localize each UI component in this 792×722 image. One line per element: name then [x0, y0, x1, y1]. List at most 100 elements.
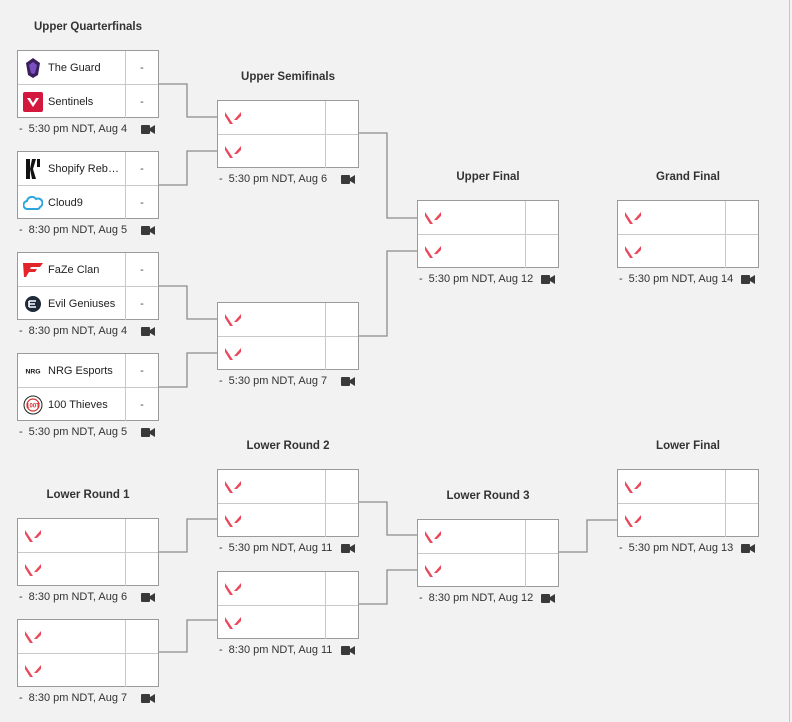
- match-dash: -: [19, 591, 23, 603]
- match-box[interactable]: NRG NRG Esports - 100T 100 Thieves -: [17, 353, 159, 421]
- team-slot-tbd[interactable]: [218, 336, 358, 370]
- team-score: -: [140, 297, 144, 310]
- match-upper-qf-4[interactable]: NRG NRG Esports - 100T 100 Thieves - - 5…: [17, 353, 159, 443]
- match-box[interactable]: [417, 200, 559, 268]
- team-slot-tbd[interactable]: [418, 553, 558, 587]
- match-info: - 8:30 pm NDT, Aug 7: [17, 687, 159, 709]
- team-slot[interactable]: Evil Geniuses -: [18, 286, 158, 320]
- valorant-logo-icon: [423, 527, 443, 547]
- team-slot-tbd[interactable]: [418, 201, 558, 234]
- match-upper-qf-3[interactable]: FaZe Clan - Evil Geniuses - - 8:30 pm ND…: [17, 252, 159, 342]
- valorant-logo-icon: [223, 613, 243, 633]
- match-dash: -: [219, 644, 223, 656]
- team-slot-tbd[interactable]: [618, 201, 758, 234]
- video-camera-icon[interactable]: [141, 326, 155, 337]
- team-slot-tbd[interactable]: [618, 234, 758, 268]
- video-camera-icon[interactable]: [141, 693, 155, 704]
- match-info: - 8:30 pm NDT, Aug 4: [17, 320, 159, 342]
- match-info: - 5:30 pm NDT, Aug 12: [417, 268, 559, 290]
- team-slot[interactable]: The Guard -: [18, 51, 158, 84]
- match-box[interactable]: [217, 100, 359, 168]
- page-border: [789, 0, 790, 722]
- team-slot-tbd[interactable]: [18, 653, 158, 687]
- match-grand-final[interactable]: - 5:30 pm NDT, Aug 14: [617, 200, 759, 290]
- match-dash: -: [619, 542, 623, 554]
- sentinels-logo-icon: [23, 91, 43, 112]
- match-upper-sf-2[interactable]: - 5:30 pm NDT, Aug 7: [217, 302, 359, 392]
- video-camera-icon[interactable]: [341, 376, 355, 387]
- match-box[interactable]: [617, 469, 759, 537]
- match-time: 5:30 pm NDT, Aug 14: [628, 273, 734, 285]
- team-slot-tbd[interactable]: [18, 552, 158, 586]
- match-box[interactable]: [17, 619, 159, 687]
- team-slot-tbd[interactable]: [218, 503, 358, 537]
- match-dash: -: [419, 273, 423, 285]
- video-camera-icon[interactable]: [741, 274, 755, 285]
- match-info: - 8:30 pm NDT, Aug 5: [17, 219, 159, 241]
- match-box[interactable]: [217, 571, 359, 639]
- match-box[interactable]: [217, 469, 359, 537]
- match-upper-sf-1[interactable]: - 5:30 pm NDT, Aug 6: [217, 100, 359, 190]
- valorant-logo-icon: [23, 627, 43, 647]
- video-camera-icon[interactable]: [341, 645, 355, 656]
- team-slot-tbd[interactable]: [218, 470, 358, 503]
- valorant-logo-icon: [223, 108, 243, 128]
- match-box[interactable]: FaZe Clan - Evil Geniuses -: [17, 252, 159, 320]
- match-box[interactable]: [417, 519, 559, 587]
- video-camera-icon[interactable]: [741, 543, 755, 554]
- match-lower-final[interactable]: - 5:30 pm NDT, Aug 13: [617, 469, 759, 559]
- svg-text:100T: 100T: [26, 403, 40, 409]
- match-upper-qf-2[interactable]: Shopify Rebel… - Cloud9 - - 8:30 pm NDT,…: [17, 151, 159, 241]
- 100-thieves-logo-icon: 100T: [23, 395, 43, 415]
- match-box[interactable]: The Guard - Sentinels -: [17, 50, 159, 118]
- team-slot-tbd[interactable]: [418, 234, 558, 268]
- team-slot[interactable]: Shopify Rebel… -: [18, 152, 158, 185]
- valorant-logo-icon: [623, 511, 643, 531]
- match-time: 5:30 pm NDT, Aug 7: [228, 375, 328, 387]
- match-lower-r3[interactable]: - 8:30 pm NDT, Aug 12: [417, 519, 559, 609]
- video-camera-icon[interactable]: [341, 543, 355, 554]
- faze-clan-logo-icon: [23, 260, 43, 280]
- match-dash: -: [19, 325, 23, 337]
- video-camera-icon[interactable]: [141, 592, 155, 603]
- match-box[interactable]: Shopify Rebel… - Cloud9 -: [17, 151, 159, 219]
- team-slot-tbd[interactable]: [218, 605, 358, 639]
- match-time: 8:30 pm NDT, Aug 4: [28, 325, 128, 337]
- video-camera-icon[interactable]: [341, 174, 355, 185]
- team-score: -: [140, 196, 144, 209]
- video-camera-icon[interactable]: [141, 427, 155, 438]
- match-box[interactable]: [617, 200, 759, 268]
- match-box[interactable]: [17, 518, 159, 586]
- valorant-logo-icon: [223, 511, 243, 531]
- match-upper-final[interactable]: - 5:30 pm NDT, Aug 12: [417, 200, 559, 290]
- video-camera-icon[interactable]: [141, 124, 155, 135]
- match-lower-r2-a[interactable]: - 5:30 pm NDT, Aug 11: [217, 469, 359, 559]
- match-dash: -: [619, 273, 623, 285]
- team-slot-tbd[interactable]: [218, 101, 358, 134]
- team-slot[interactable]: FaZe Clan -: [18, 253, 158, 286]
- match-upper-qf-1[interactable]: The Guard - Sentinels - - 5:30 pm NDT, A…: [17, 50, 159, 140]
- video-camera-icon[interactable]: [141, 225, 155, 236]
- team-slot[interactable]: Cloud9 -: [18, 185, 158, 219]
- match-lower-r1-a[interactable]: - 8:30 pm NDT, Aug 6: [17, 518, 159, 608]
- team-slot[interactable]: 100T 100 Thieves -: [18, 387, 158, 421]
- match-lower-r1-b[interactable]: - 8:30 pm NDT, Aug 7: [17, 619, 159, 709]
- team-slot[interactable]: NRG NRG Esports -: [18, 354, 158, 387]
- video-camera-icon[interactable]: [541, 274, 555, 285]
- match-lower-r2-b[interactable]: - 8:30 pm NDT, Aug 11: [217, 571, 359, 661]
- match-time: 5:30 pm NDT, Aug 11: [228, 542, 333, 554]
- team-slot-tbd[interactable]: [18, 519, 158, 552]
- team-slot-tbd[interactable]: [218, 572, 358, 605]
- team-slot-tbd[interactable]: [218, 303, 358, 336]
- team-slot[interactable]: Sentinels -: [18, 84, 158, 118]
- team-slot-tbd[interactable]: [18, 620, 158, 653]
- team-slot-tbd[interactable]: [418, 520, 558, 553]
- team-slot-tbd[interactable]: [618, 503, 758, 537]
- team-slot-tbd[interactable]: [618, 470, 758, 503]
- match-dash: -: [19, 123, 23, 135]
- team-slot-tbd[interactable]: [218, 134, 358, 168]
- shopify-rebellion-logo-icon: [23, 158, 43, 179]
- match-time: 5:30 pm NDT, Aug 12: [428, 273, 534, 285]
- match-box[interactable]: [217, 302, 359, 370]
- video-camera-icon[interactable]: [541, 593, 555, 604]
